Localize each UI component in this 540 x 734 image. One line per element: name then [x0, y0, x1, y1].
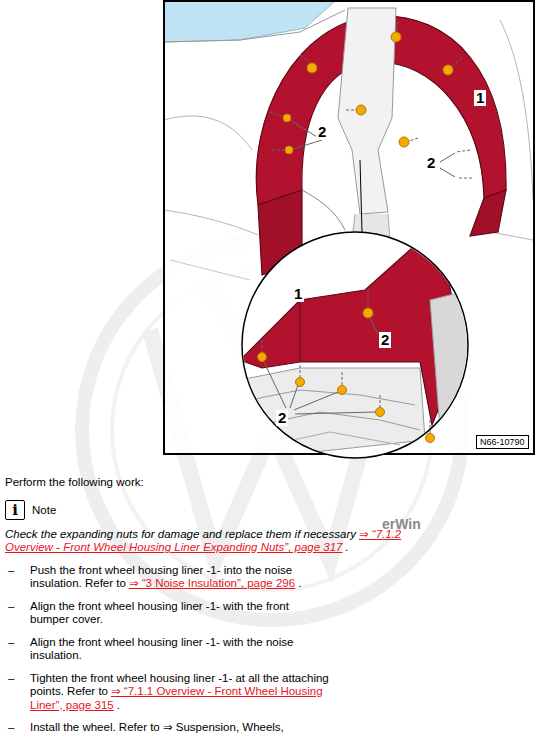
inset-view	[270, 432, 400, 445]
fasteners-main	[456, 150, 470, 152]
callout-number: 2	[379, 332, 391, 348]
step-item: – Install the wheel. Refer to ⇒ Suspensio…	[5, 721, 330, 734]
vehicle-body	[165, 2, 335, 42]
step-item: – Align the front wheel housing liner -1-…	[5, 636, 330, 663]
inset-view	[250, 390, 415, 405]
list-dash: –	[8, 600, 14, 614]
fasteners-main	[290, 140, 322, 150]
note-row: i Note	[5, 500, 530, 522]
wheel-housing-liner	[302, 190, 345, 230]
inset-view	[264, 362, 286, 408]
fasteners-main	[285, 146, 293, 154]
fasteners-main	[443, 65, 453, 75]
inset-view	[300, 300, 301, 362]
inset-view	[240, 368, 425, 460]
intro-line: Perform the following work:	[5, 476, 530, 490]
step-text: .	[346, 541, 349, 553]
fasteners-main	[272, 150, 286, 151]
list-dash: –	[8, 721, 14, 734]
inset-view	[430, 290, 470, 430]
inset-view	[370, 318, 378, 334]
inset-view	[294, 392, 338, 410]
inset-view	[338, 386, 347, 395]
step-text: Install the wheel. Refer to ⇒ Suspension…	[30, 721, 298, 734]
vehicle-body	[165, 10, 345, 42]
callout-number: 2	[316, 124, 328, 140]
note-heading: Note	[32, 504, 56, 518]
fasteners-main	[270, 112, 284, 117]
fasteners-main	[307, 63, 317, 73]
wheel-housing-liner	[470, 190, 506, 236]
inset-view	[258, 353, 267, 362]
note-icon: i	[5, 500, 25, 520]
inset-view	[380, 395, 381, 408]
inset-view	[290, 385, 298, 408]
list-dash: –	[8, 564, 14, 578]
list-dash: –	[8, 672, 14, 686]
figure-number: N66-10790	[476, 435, 529, 449]
callout-number: 1	[292, 286, 304, 302]
step-text: Check the expanding nuts for damage and …	[5, 528, 356, 540]
step-text: Align the front wheel housing liner -1- …	[30, 600, 289, 626]
callout-number: 2	[425, 155, 437, 171]
inset-view	[295, 412, 376, 414]
inset-view	[300, 365, 301, 378]
callout-number: 2	[276, 410, 288, 426]
inset-view	[262, 290, 430, 434]
step-text: .	[298, 577, 301, 589]
fasteners-main	[283, 32, 453, 154]
step-item: –Tighten the front wheel housing liner -…	[5, 672, 330, 713]
inset-view	[430, 420, 431, 434]
inset-view	[262, 340, 263, 352]
inset-view	[240, 160, 470, 460]
step-item: – Align the front wheel housing liner -1-…	[5, 600, 330, 627]
step-text: Align the front wheel housing liner -1- …	[30, 636, 293, 662]
step-text: .	[117, 699, 120, 711]
cross-reference: ⇒ “3 Noise Insulation”, page 296	[129, 577, 295, 589]
fasteners-main	[283, 114, 291, 122]
fasteners-main	[440, 153, 455, 162]
inset-view	[376, 408, 385, 417]
inset-view	[342, 372, 343, 386]
fasteners-main	[391, 32, 401, 42]
wheel-housing-liner	[338, 8, 396, 214]
inset-view	[368, 290, 369, 308]
vehicle-body	[165, 116, 252, 150]
fasteners-main	[440, 168, 455, 177]
callout-number: 1	[474, 90, 486, 106]
fasteners-main	[458, 178, 472, 179]
step-item: –Push the front wheel housing liner -1- …	[5, 564, 330, 591]
vehicle-body	[165, 210, 258, 235]
fasteners-main	[270, 22, 472, 178]
inset-view	[258, 308, 435, 443]
fasteners-main	[356, 105, 366, 115]
inset-view	[360, 160, 362, 232]
inset-view	[426, 434, 435, 443]
note-text: Check the expanding nuts for damage and …	[5, 528, 415, 555]
inset-view	[363, 308, 373, 318]
inset-view	[296, 378, 305, 387]
list-dash: –	[8, 636, 14, 650]
fasteners-main	[399, 137, 409, 147]
vehicle-body	[170, 260, 250, 280]
inset-view	[240, 248, 470, 460]
instruction-text: Perform the following work: i NoteCheck th…	[5, 476, 530, 734]
